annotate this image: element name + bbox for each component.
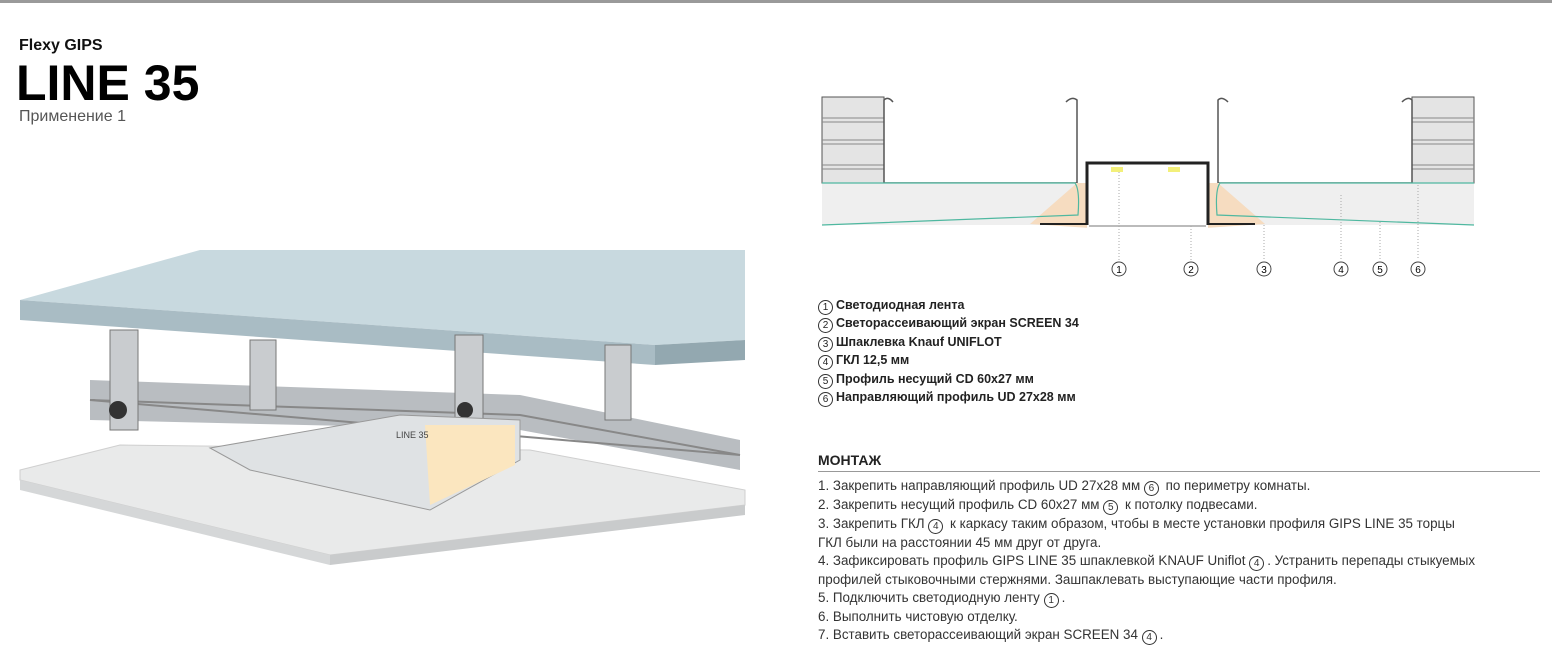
mounting-step: 2. Закрепить несущий профиль CD 60x27 мм…	[818, 496, 1548, 515]
legend-number: 2	[818, 318, 833, 334]
callout-circle	[1333, 261, 1349, 277]
step-text: 4. Зафиксировать профиль GIPS LINE 35 шп…	[818, 553, 1250, 569]
callout-circle	[1183, 261, 1199, 277]
callout-circle	[1410, 261, 1426, 277]
step-text: 2. Закрепить несущий профиль CD 60x27 мм	[818, 497, 1104, 512]
callout-number: 2	[1188, 265, 1194, 276]
legend-number: 1	[818, 300, 833, 315]
mounting-step: 4. Зафиксировать профиль GIPS LINE 35 шп…	[818, 552, 1548, 572]
profile-label: LINE 35	[396, 430, 429, 440]
step-text: 3. Закрепить ГКЛ	[818, 516, 929, 531]
step-text: .	[1061, 590, 1066, 606]
step-ref-number: 1	[1043, 593, 1059, 609]
section-drawing: 1 2 3 4 5 6	[821, 96, 1475, 277]
step-text: 5. Подключить светодиодную ленту	[818, 590, 1044, 606]
callout-number: 4	[1338, 265, 1344, 276]
step-text: 6. Выполнить чистовую отделку.	[818, 609, 1018, 625]
callout-number: 6	[1415, 265, 1421, 276]
step-text: 1. Закрепить направляющий профиль UD 27x…	[818, 478, 1144, 493]
page-title: LINE 35	[16, 55, 200, 111]
callout-circle	[1372, 261, 1388, 277]
top-border	[0, 0, 1552, 3]
legend-text: Профиль несущий CD 60x27 мм	[836, 371, 1034, 386]
brand-name: Flexy GIPS	[19, 37, 103, 54]
legend-text: Светодиодная лента	[836, 298, 965, 312]
callout-number: 1	[1116, 265, 1122, 276]
mounting-step: 5. Подключить светодиодную ленту 1.	[818, 589, 1548, 609]
callout-number: 5	[1377, 265, 1383, 276]
step-text: к потолку подвесами.	[1121, 497, 1258, 512]
legend-text: Шпаклевка Knauf UNIFLOT	[836, 334, 1002, 349]
mounting-steps: 1. Закрепить направляющий профиль UD 27x…	[818, 477, 1548, 646]
isometric-illustration: LINE 35	[19, 250, 746, 565]
step-text: 7. Вставить светорассеивающий экран SCRE…	[818, 627, 1142, 643]
step-text: .	[1159, 627, 1164, 643]
mounting-step: 6. Выполнить чистовую отделку.	[818, 608, 1548, 626]
step-ref-number: 5	[1103, 500, 1119, 515]
legend-number: 5	[818, 373, 833, 389]
step-ref-number: 6	[1143, 481, 1159, 496]
legend-text: Светорассеивающий экран SCREEN 34	[836, 316, 1079, 331]
callout-circle	[1256, 261, 1272, 277]
step-text: к каркасу таким образом, чтобы в месте у…	[946, 516, 1455, 531]
mounting-heading: МОНТАЖ	[818, 452, 882, 468]
step-text: ГКЛ были на расстоянии 45 мм друг от дру…	[818, 535, 1102, 550]
step-text: по периметру комнаты.	[1161, 478, 1311, 493]
divider	[818, 471, 1540, 472]
legend-number: 4	[818, 355, 833, 371]
step-ref-number: 4	[1249, 556, 1265, 572]
step-ref-number: 4	[1141, 630, 1157, 646]
step-ref-number: 4	[928, 519, 944, 534]
legend-number: 6	[818, 391, 833, 407]
mounting-step: 3. Закрепить ГКЛ 4 к каркасу таким образ…	[818, 515, 1548, 534]
legend-text: Направляющий профиль UD 27x28 мм	[836, 389, 1076, 404]
mounting-step: профилей стыковочными стержнями. Зашпакл…	[818, 571, 1548, 589]
mounting-step: 7. Вставить светорассеивающий экран SCRE…	[818, 626, 1548, 646]
legend-number: 3	[818, 336, 833, 352]
step-text: . Устранить перепады стыкуемых	[1267, 553, 1476, 569]
mounting-step: 1. Закрепить направляющий профиль UD 27x…	[818, 477, 1548, 496]
callout-number: 3	[1261, 265, 1267, 276]
legend-text: ГКЛ 12,5 мм	[836, 353, 910, 368]
page-subtitle: Применение 1	[19, 108, 126, 125]
step-text: профилей стыковочными стержнями. Зашпакл…	[818, 572, 1337, 588]
mounting-step: ГКЛ были на расстоянии 45 мм друг от дру…	[818, 534, 1548, 552]
callout-circle	[1111, 261, 1127, 277]
